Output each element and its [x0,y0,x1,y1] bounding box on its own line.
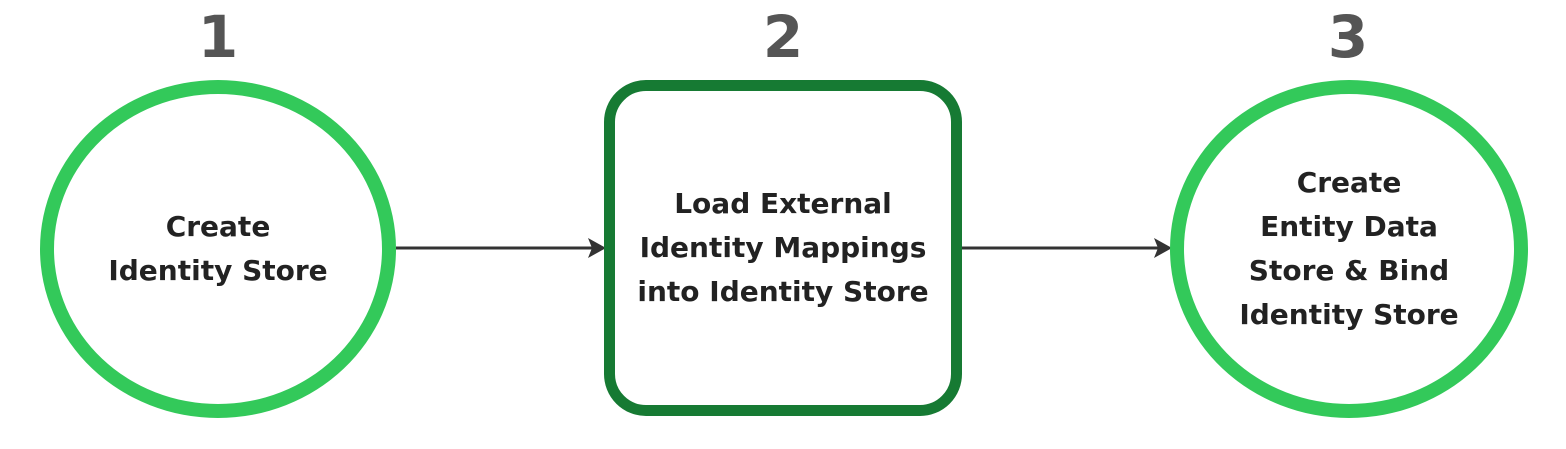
step-2-label-line-1: Load External [674,187,892,220]
arrowhead-2-to-3 [1154,238,1172,258]
step-1-label-line-2: Identity Store [108,254,328,287]
step-2-label-line-3: into Identity Store [637,275,929,308]
step-1-label-line-1: Create [165,210,271,243]
step-1-circle: Create Identity Store [40,80,396,418]
arrowhead-1-to-2 [588,238,606,258]
step-3-label-line-4: Identity Store [1239,298,1459,331]
step-3-label-line-3: Store & Bind [1248,254,1450,287]
step-2-number: 2 [762,3,804,71]
step-3-label-line-2: Entity Data [1260,210,1438,243]
step-2-box: Load External Identity Mappings into Ide… [604,80,962,416]
step-1-number: 1 [197,3,239,71]
step-3-label-line-1: Create [1296,166,1402,199]
step-2-label-line-2: Identity Mappings [639,231,927,264]
step-3-circle: Create Entity Data Store & Bind Identity… [1170,80,1528,418]
step-3-number: 3 [1327,3,1369,71]
